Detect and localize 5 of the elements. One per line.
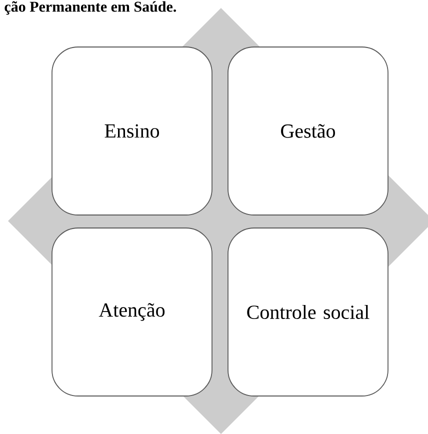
title: ção Permanente em Saúde. (4, 1, 176, 15)
rounded-box: Ensino (52, 46, 212, 216)
rounded-box: Gestão (228, 46, 388, 216)
rounded-box: Atenção (52, 228, 212, 396)
rounded-box: Controle social (228, 228, 388, 396)
